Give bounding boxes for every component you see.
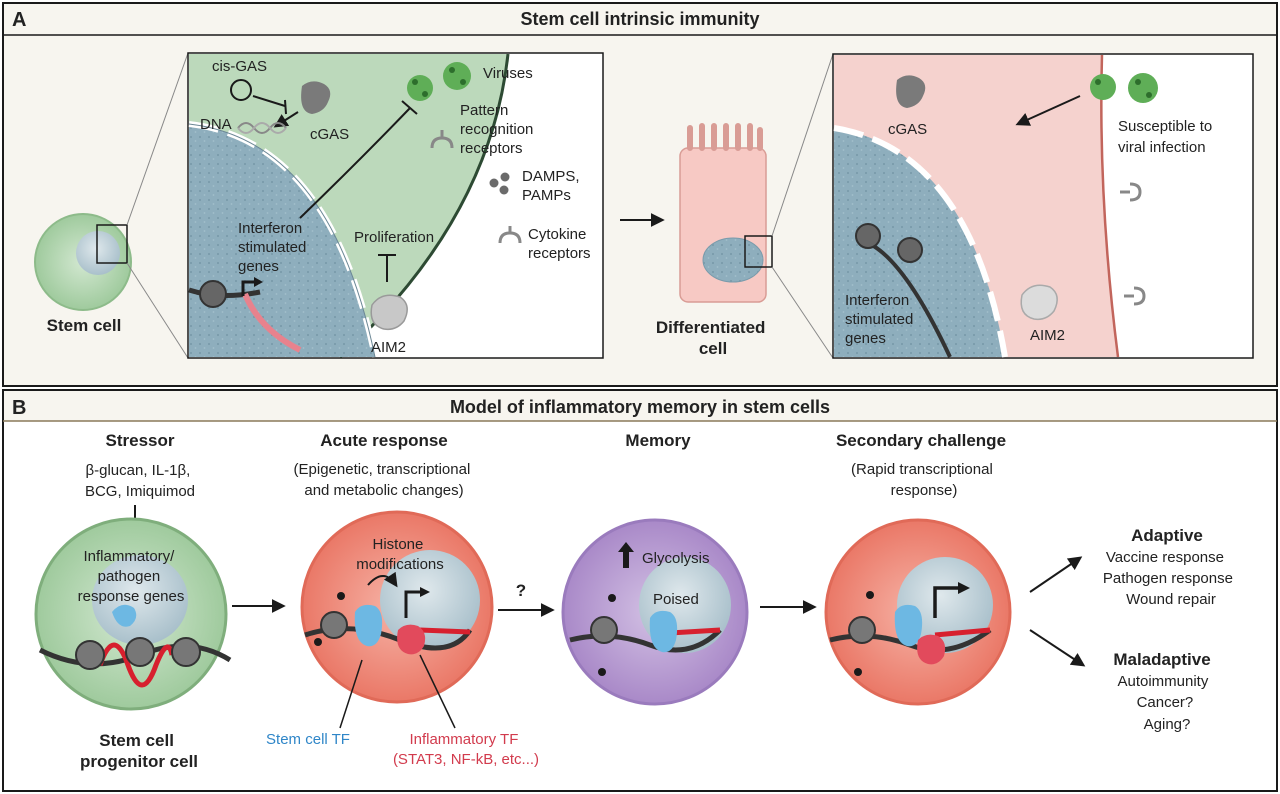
right-aim2-protein	[1020, 284, 1058, 321]
secondary-title: Secondary challenge	[836, 431, 1006, 450]
panel-b-title: Model of inflammatory memory in stem cel…	[450, 397, 830, 417]
cgas-protein	[301, 81, 331, 114]
viruses-label: Viruses	[483, 65, 533, 82]
cis-gas-inhibit	[252, 95, 286, 107]
stem-tf-leader	[339, 659, 363, 729]
pattern-recognition-receptor-icon	[430, 130, 454, 149]
panel-a-title: Stem cell intrinsic immunity	[520, 9, 759, 29]
acute-description: (Epigenetic, transcriptional and metabol…	[294, 461, 475, 499]
panel-b: B Model of inflammatory memory in stem c…	[2, 389, 1278, 792]
secondary-description: (Rapid transcriptional response)	[851, 461, 997, 499]
stem-tf-label: Stem cell TF	[266, 731, 350, 748]
prr-label: Pattern recognition receptors	[460, 102, 538, 157]
panel-a: A Stem cell intrinsic immunity Stem cell…	[2, 2, 1278, 387]
right-receptor-icons	[1120, 182, 1146, 306]
cytokine-receptor-icon	[498, 226, 522, 244]
right-aim2-label: AIM2	[1030, 327, 1065, 344]
right-chromatin	[855, 223, 952, 358]
damps-dots	[489, 172, 510, 195]
stem-cell-label: Stem cell	[47, 316, 122, 335]
proliferation-label: Proliferation	[354, 229, 434, 246]
memory-title: Memory	[625, 431, 691, 450]
dna-helix	[237, 122, 287, 134]
adaptive-list: Vaccine response Pathogen response Wound…	[1103, 549, 1237, 608]
stressor-inner-label: Inflammatory/ pathogen response genes	[78, 548, 185, 605]
isg-label: Interferon stimulated genes	[238, 220, 311, 275]
right-virus-cluster	[1090, 73, 1158, 103]
acute-cell	[300, 510, 494, 704]
infl-tf-leader	[419, 654, 456, 729]
stem-progenitor-label: Stem cell progenitor cell	[80, 731, 198, 771]
maladaptive-list: Autoimmunity Cancer? Aging?	[1117, 673, 1212, 733]
susceptible-label: Susceptible to viral infection	[1118, 118, 1216, 156]
cytokine-label: Cytokine receptors	[528, 226, 591, 262]
aim2-protein	[370, 294, 408, 331]
histone-label: Histone modifications	[356, 536, 444, 573]
panel-b-letter: B	[12, 397, 26, 419]
maladaptive-title: Maladaptive	[1113, 650, 1210, 669]
acute-title: Acute response	[320, 431, 448, 450]
question-mark: ?	[516, 581, 526, 600]
differentiated-cell-label: Differentiated cell	[656, 318, 770, 358]
secondary-cell	[824, 518, 1012, 706]
adaptive-title: Adaptive	[1131, 526, 1203, 545]
glycolysis-label: Glycolysis	[642, 550, 710, 567]
damps-label: DAMPS, PAMPs	[522, 168, 584, 204]
poised-label: Poised	[653, 591, 699, 608]
virus-cluster	[407, 62, 471, 101]
maladaptive-arrow	[1029, 629, 1086, 667]
aim2-label: AIM2	[371, 339, 406, 356]
right-isg-label: Interferon stimulated genes	[845, 292, 918, 347]
cgas-label: cGAS	[310, 126, 349, 143]
chromatin-isg	[188, 277, 302, 353]
viral-entry-arrow	[1015, 95, 1081, 126]
stem-cell-small	[34, 52, 189, 359]
right-cgas-protein	[896, 75, 926, 108]
infl-tf-label: Inflammatory TF (STAT3, NF-kB, etc...)	[393, 731, 539, 768]
cis-gas-label: cis-GAS	[212, 58, 267, 75]
cis-gas-marker	[230, 79, 252, 101]
dna-label: DNA	[200, 116, 232, 133]
right-cgas-label: cGAS	[888, 121, 927, 138]
stressor-title: Stressor	[106, 431, 175, 450]
stressor-list: β-glucan, IL-1β, BCG, Imiquimod	[85, 462, 195, 500]
memory-cell	[561, 518, 749, 706]
isg-inhibit-virus	[299, 107, 411, 219]
stem-progenitor-cell	[34, 517, 232, 711]
differentiated-cell	[679, 53, 834, 359]
adaptive-arrow	[1029, 556, 1083, 593]
panel-a-letter: A	[12, 9, 26, 31]
